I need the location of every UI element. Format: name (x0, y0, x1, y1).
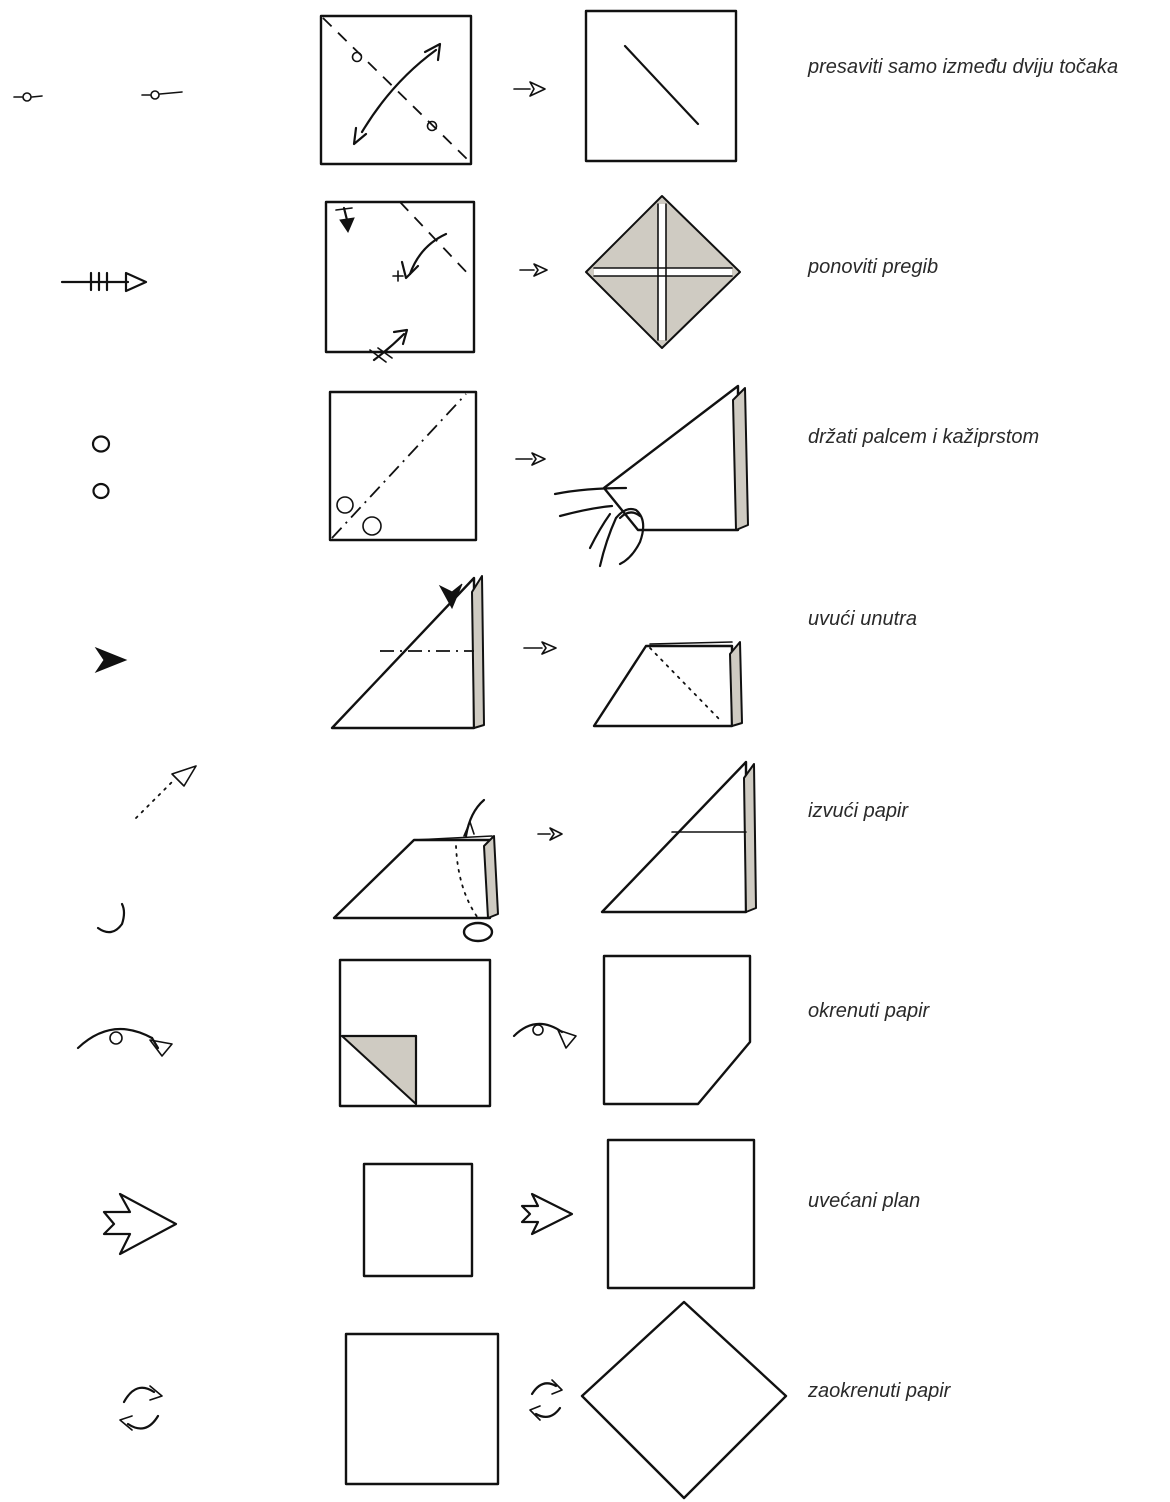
diagram-before (332, 798, 499, 943)
caption: uvući unutra (808, 608, 917, 630)
transition-arrow (513, 81, 546, 97)
transition-arrow (529, 1379, 563, 1421)
symbol-row-1: presaviti samo između dviju točaka (0, 0, 1170, 190)
transition-arrow (520, 1192, 574, 1236)
symbol-row-7: uvećani plan (0, 1130, 1170, 1310)
caption: presaviti samo između dviju točaka (808, 56, 1119, 78)
diagram-before (338, 958, 492, 1108)
diagram-after (585, 195, 741, 349)
symbol-row-8: zaokrenuti papir (0, 1300, 1170, 1502)
diagram-after (606, 1138, 756, 1290)
caption: okrenuti papir (808, 1000, 930, 1022)
fold-between-points-icon (13, 9, 738, 166)
diagram-after (580, 1300, 788, 1500)
enlarged-view-arrow-icon (102, 1138, 756, 1290)
symbol-glyph (13, 90, 183, 102)
symbol-row-2: ponoviti pregib (0, 190, 1170, 380)
symbol-row-5: izvući papir (0, 760, 1170, 950)
caption: izvući papir (808, 800, 909, 822)
push-in-arrow-icon (94, 575, 743, 730)
diagram-before (330, 575, 485, 730)
pull-out-arrow-icon (96, 760, 757, 943)
diagram-after (602, 954, 752, 1106)
symbol-row-6: okrenuti papir (0, 950, 1170, 1130)
diagram-before (324, 200, 476, 363)
transition-arrow (519, 263, 548, 277)
caption: držati palcem i kažiprstom (808, 426, 1040, 448)
symbol-glyph (102, 1192, 178, 1256)
symbol-row-3: držati palcem i kažiprstom (0, 380, 1170, 570)
symbol-row-4: uvući unutra (0, 570, 1170, 760)
diagram-after (592, 641, 743, 728)
caption: uvećani plan (808, 1190, 921, 1212)
turn-over-icon (76, 954, 752, 1108)
transition-arrow (512, 1022, 577, 1049)
diagram-after (553, 384, 749, 568)
diagram-before (362, 1162, 474, 1278)
caption: zaokrenuti papir (808, 1380, 951, 1402)
diagram-before (319, 14, 473, 166)
symbol-glyph (60, 271, 148, 293)
symbol-glyph (96, 765, 197, 934)
caption: ponoviti pregib (808, 256, 939, 278)
diagram-after (600, 760, 757, 914)
diagram-before (344, 1332, 500, 1486)
transition-arrow (523, 641, 557, 655)
diagram-after (584, 9, 738, 163)
repeat-fold-arrow-icon (60, 195, 741, 363)
hold-thumb-finger-icon (91, 384, 749, 568)
transition-arrow (515, 452, 546, 466)
symbol-glyph (119, 1385, 163, 1431)
symbol-glyph (76, 1027, 173, 1057)
diagram-before (328, 390, 478, 542)
transition-arrow (537, 827, 563, 841)
symbol-glyph (91, 435, 111, 500)
rotate-paper-icon (119, 1300, 788, 1500)
symbol-glyph (94, 646, 128, 674)
